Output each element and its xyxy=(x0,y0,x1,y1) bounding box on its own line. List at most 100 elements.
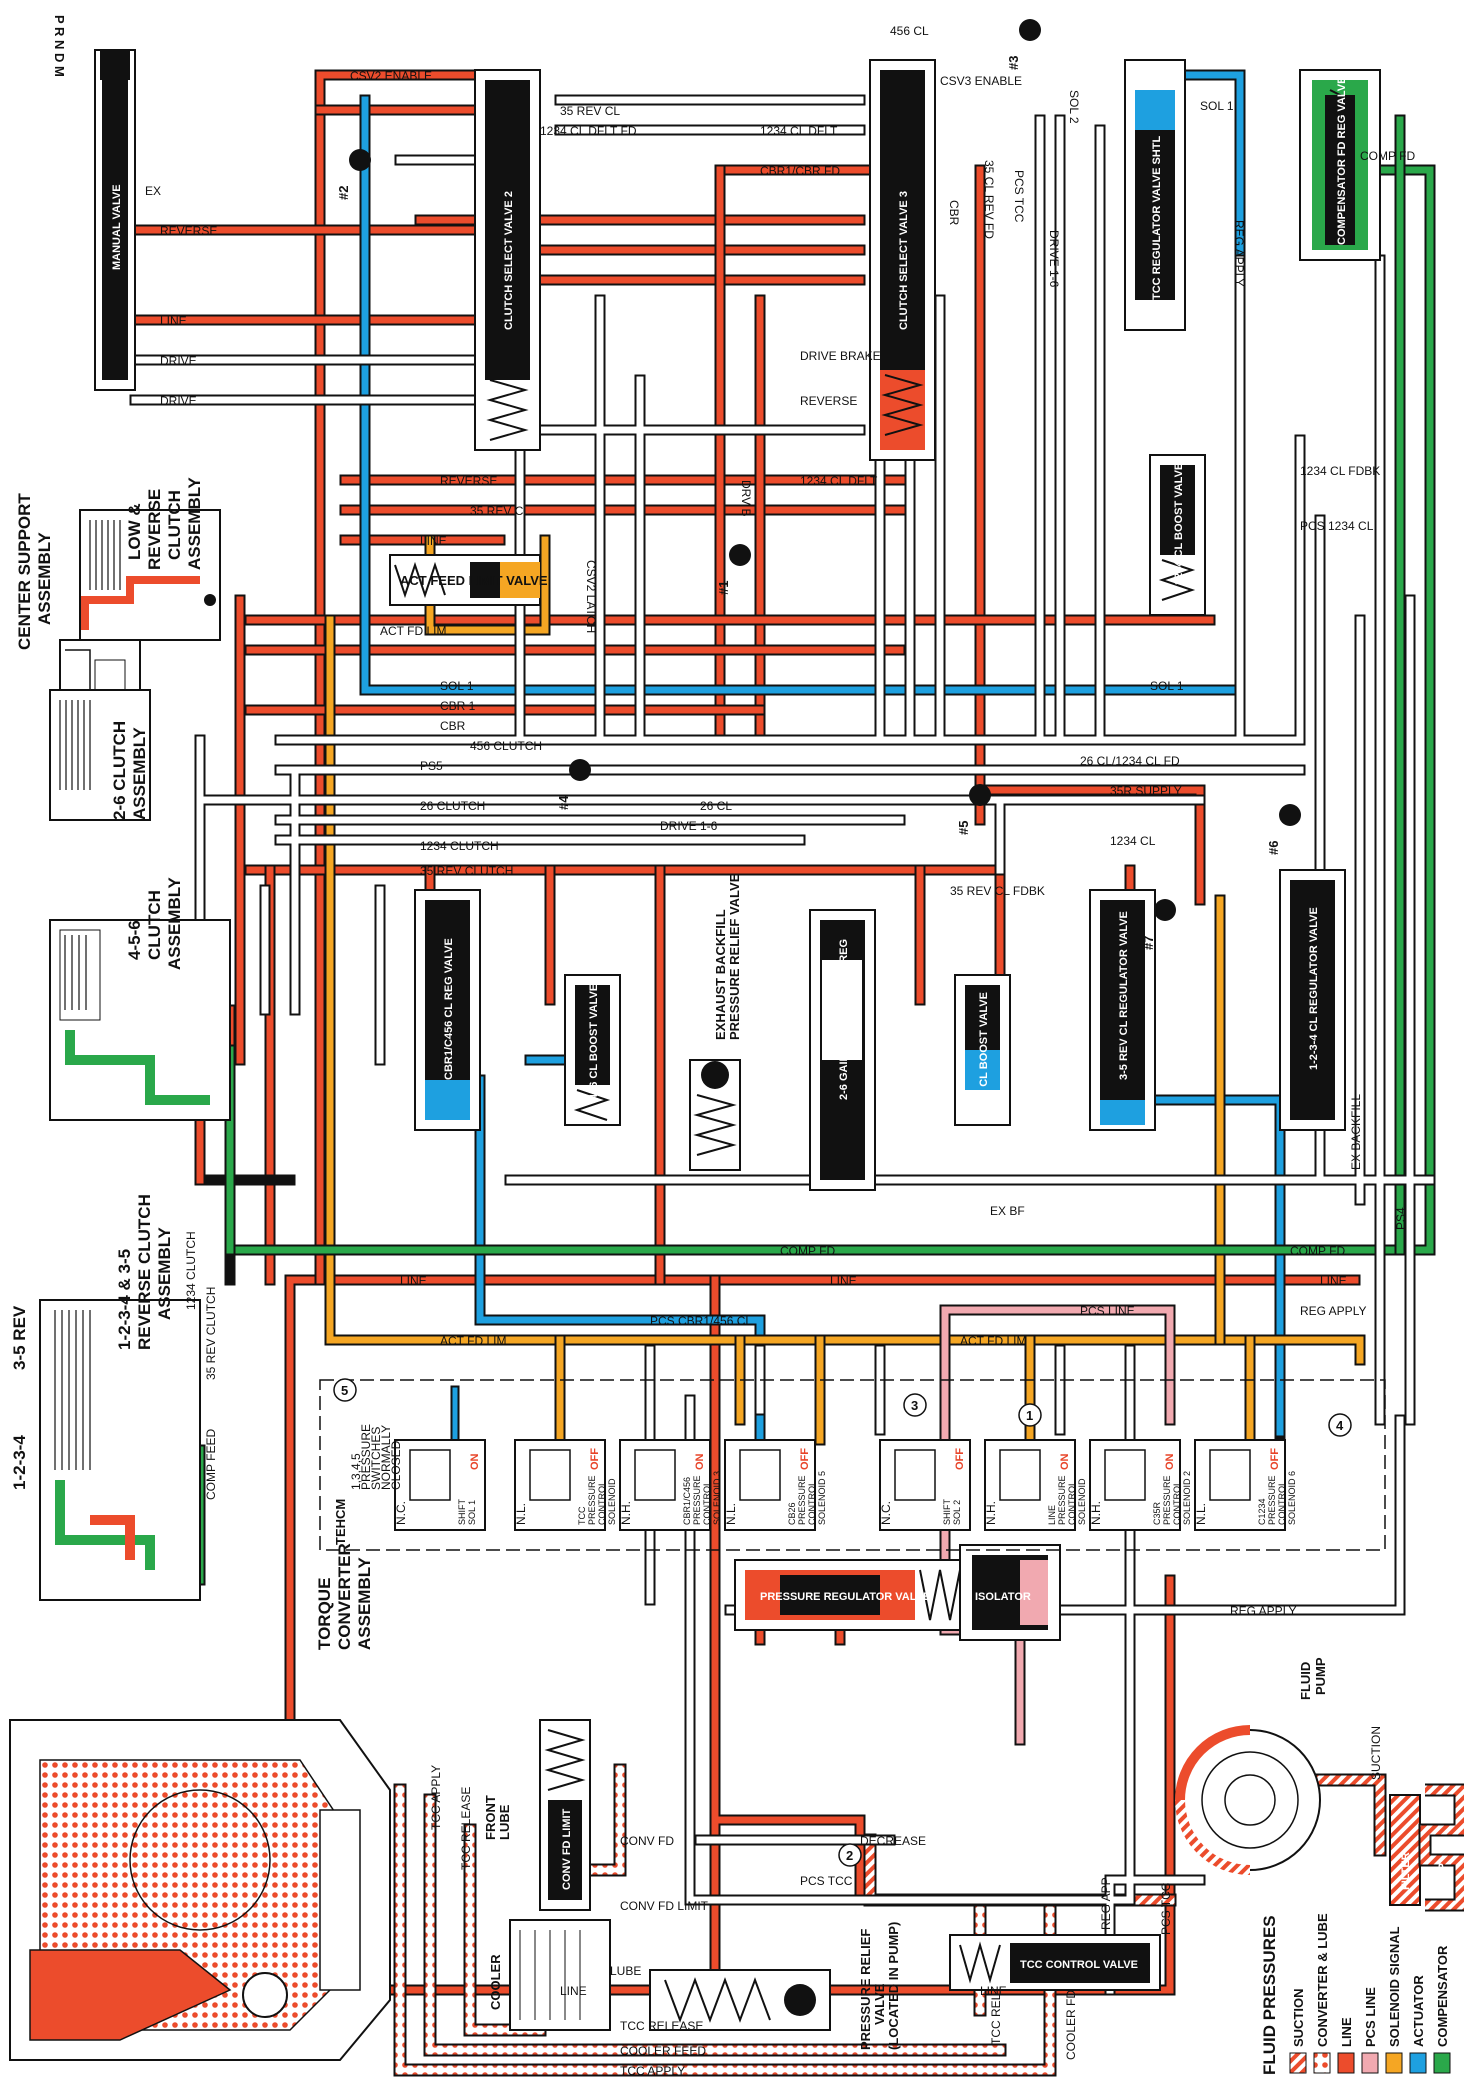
tcc-reg-label: TCC REGULATOR VALVE SHTL xyxy=(1151,136,1163,300)
solenoid-name-line: LINE xyxy=(1047,1505,1057,1525)
solenoid-name-line: SOLENOID xyxy=(607,1478,617,1525)
lbl-drive-b: DRIVE xyxy=(160,394,197,408)
filter xyxy=(1389,1794,1421,1906)
solenoid-name-line: CONTROL xyxy=(807,1481,817,1525)
pressure-switch-note-line: NORMALLY xyxy=(379,1425,393,1490)
solenoid-type: N.L. xyxy=(514,1503,528,1525)
clutch-456-label: 4-5-6CLUTCHASSEMBLY xyxy=(125,876,184,970)
circled-number-text: 1 xyxy=(1026,1408,1033,1423)
solenoid-name-line: SOLENOID 2 xyxy=(1182,1471,1192,1525)
lbl-cbr1: CBR 1 xyxy=(440,699,476,713)
checkball-ball xyxy=(569,759,591,781)
solenoid-type: N.L. xyxy=(1194,1503,1208,1525)
lbl-pcs-cbr1-456: PCS CBR1/456 CL xyxy=(650,1314,752,1328)
solenoid-name-line: SOLENOID 3 xyxy=(712,1471,722,1525)
lbl-35rev-mid: 35 REV CL xyxy=(470,504,530,518)
solenoid-coil xyxy=(1209,1449,1251,1501)
solenoid-type: N.C. xyxy=(394,1501,408,1525)
center-support-label: CENTER SUPPORTASSEMBLY xyxy=(15,493,54,650)
lbl-line-1280c: LINE xyxy=(1320,1274,1347,1288)
checkball-group: #1#2#3#4#5#6#7 xyxy=(336,19,1301,950)
solenoid-name-line: SOL 1 xyxy=(467,1500,477,1525)
compensator-fd-reg-valve xyxy=(1299,69,1381,261)
solenoid-coil xyxy=(739,1449,781,1501)
legend-swatch xyxy=(1409,2052,1427,2074)
filter-label: FILTER xyxy=(1400,1852,1412,1890)
reg-35rev-label: 3-5 REV CL REGULATOR VALVE xyxy=(1118,911,1130,1080)
checkball-6: #6 xyxy=(1266,804,1301,855)
solenoid-name-line: PRESSURE xyxy=(797,1475,807,1525)
lbl-reg-apply: REG APPLY xyxy=(1232,220,1246,286)
solenoid-type: N.H. xyxy=(619,1501,633,1525)
lbl-suction: SUCTION xyxy=(1369,1726,1383,1780)
checkball-ball xyxy=(969,784,991,806)
tcc-control-label: TCC CONTROL VALVE xyxy=(1020,1959,1138,1971)
boost-valve-35r xyxy=(954,974,1011,1126)
legend-item: CONVERTER & LUBE xyxy=(1313,1913,1331,2074)
lbl-reg-apply-1310: REG APPLY xyxy=(1300,1304,1366,1318)
lbl-line-mid: LINE xyxy=(420,534,447,548)
boost-valve-1234 xyxy=(1149,454,1206,616)
solenoid-state: ON xyxy=(469,1453,481,1470)
solenoid-name: CB26PRESSURECONTROLSOLENOID 5 xyxy=(787,1471,827,1525)
circled-number-1: 1 xyxy=(1018,1403,1042,1427)
lbl-ex-bf: EX BF xyxy=(990,1204,1025,1218)
lbl-456-cl: 456 CL xyxy=(890,24,929,38)
legend-item: LINE xyxy=(1337,2017,1355,2074)
solenoid-state: OFF xyxy=(589,1448,601,1470)
exh-backfill-label: EXHAUST BACKFILLPRESSURE RELIEF VALVE xyxy=(713,873,742,1040)
legend-label: PCS LINE xyxy=(1363,1987,1378,2047)
conv-fd-limit-valve xyxy=(539,1719,591,1911)
lbl-reverse-mid: REVERSE xyxy=(440,474,497,488)
lbl-sol1-top: SOL 1 xyxy=(1200,99,1234,113)
lbl-cbr-mid: CBR xyxy=(440,719,466,733)
lbl-cbr1-cbr-fd: CBR1/CBR FD xyxy=(760,164,840,178)
circled-number-ring xyxy=(1018,1403,1042,1427)
solenoid-state: OFF xyxy=(954,1448,966,1470)
legend-item: PCS LINE xyxy=(1361,1987,1379,2074)
lbl-pcs-line-1310: PCS LINE xyxy=(1080,1304,1135,1318)
tehcm-box xyxy=(319,1379,1386,1551)
lbl-comp-fd-mid: COMP FD xyxy=(780,1244,835,1258)
solenoid-name-line: CONTROL xyxy=(1277,1481,1287,1525)
solenoid-3: CBR1/C456PRESSURECONTROLSOLENOID 3N.H.ON xyxy=(619,1439,722,1531)
lbl-ex-backfill: EX BACKFILL xyxy=(1349,1094,1363,1170)
checkball-ball xyxy=(349,149,371,171)
lbl-tcc-release-b: TCC RELEASE xyxy=(620,2019,703,2033)
solenoid-name-line: PRESSURE xyxy=(587,1475,597,1525)
solenoid-name-line: CBR1/C456 xyxy=(682,1477,692,1525)
lbl-cbr: CBR xyxy=(947,200,961,226)
solenoid-type: N.L. xyxy=(724,1503,738,1525)
lbl-sol1-mid2: SOL 1 xyxy=(1150,679,1184,693)
solenoid-state: OFF xyxy=(1269,1448,1281,1470)
solenoid-name-line: CONTROL xyxy=(1067,1481,1077,1525)
solenoid-name-line: SOLENOID 6 xyxy=(1287,1471,1297,1525)
lbl-pcs-tcc-1880: PCS TCC xyxy=(800,1874,853,1888)
checkball-ball xyxy=(729,544,751,566)
checkball-label: #4 xyxy=(556,795,571,810)
boost-456-label: 456 CL BOOST VALVE xyxy=(588,984,600,1100)
exhaust-backfill-pressure-relief-valve xyxy=(689,1059,741,1171)
clutch-26-assembly xyxy=(49,689,151,821)
lbl-tcc-release: TCC RELEASE xyxy=(459,1787,473,1870)
lbl-sol1-mid: SOL 1 xyxy=(440,679,474,693)
c1234-label: 1-2-3-4 xyxy=(10,1435,29,1490)
circled-number-4: 4 xyxy=(1328,1413,1352,1437)
manual-valve-label: MANUAL VALVE xyxy=(111,184,123,270)
lbl-comp-feed: COMP FEED xyxy=(204,1429,218,1500)
solenoid-name-line: CONTROL xyxy=(702,1481,712,1525)
solenoid-name-line: SHIFT xyxy=(457,1498,467,1525)
lbl-cooler-fd: COOLER FD xyxy=(1064,1990,1078,2060)
lbl-35-rev-cl-fdbk: 35 REV CL FDBK xyxy=(950,884,1045,898)
lbl-act-fd-lim-1340b: ACT FD LIM xyxy=(960,1334,1026,1348)
legend-swatch xyxy=(1433,2052,1451,2074)
pressure-switch-note-line: CLOSED xyxy=(389,1440,403,1490)
solenoid-type: N.C. xyxy=(879,1501,893,1525)
solenoid-name-line: C35R xyxy=(1152,1501,1162,1525)
legend-title: FLUID PRESSURES xyxy=(1260,1915,1279,2075)
conv-fd-limit-label: CONV FD LIMIT xyxy=(561,1808,573,1890)
lbl-conv-fd-limit: CONV FD LIMIT xyxy=(620,1899,709,1913)
solenoid-name-line: PRESSURE xyxy=(1267,1475,1277,1525)
